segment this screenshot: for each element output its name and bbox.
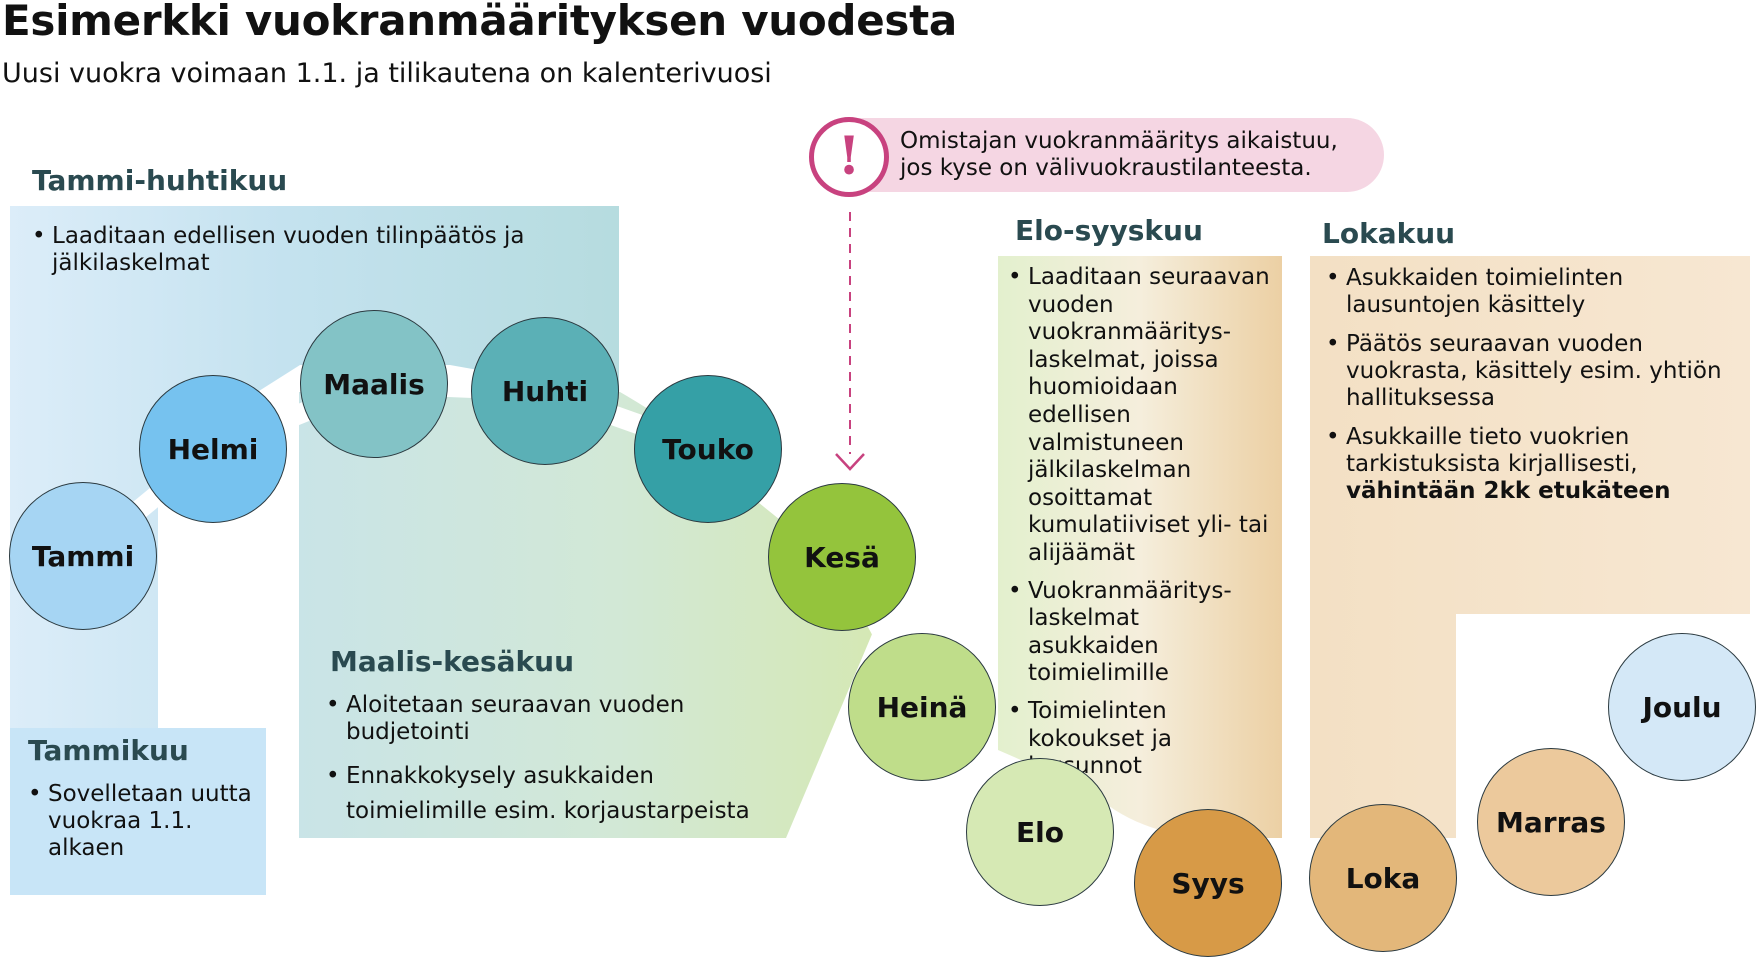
month-label: Huhti [501,374,589,408]
list-item: Asukkaille tieto vuokrien tarkistuksista… [1326,424,1736,505]
tammi-huhtikuu-area [10,206,619,728]
note-callout [852,118,1384,192]
month-label: Helmi [167,432,259,466]
month-label: Joulu [1642,690,1722,724]
month-circle-syys: Syys [1134,809,1282,957]
month-label: Tammi [31,539,135,573]
maalis-kesakuu-list: Aloitetaan seuraavan vuoden budjetointi … [326,692,756,842]
month-label: Marras [1496,805,1606,839]
note-text: Omistajan vuokranmääritys aikaistuu, jos… [900,128,1338,182]
month-label: Syys [1171,866,1245,900]
page-subtitle: Uusi vuokra voimaan 1.1. ja tilikautena … [2,58,772,89]
tammikuu-heading: Tammikuu [28,734,189,767]
lokakuu-list: Asukkaiden toimielinten lausuntojen käsi… [1326,265,1736,518]
tammi-huhtikuu-list: Laaditaan edellisen vuoden tilinpäätös j… [32,223,552,290]
month-circle-heina: Heinä [848,633,996,781]
month-label: Kesä [804,540,880,574]
elo-syyskuu-list: Laaditaan seuraavan vuoden vuokranmäärit… [1008,264,1276,794]
month-circle-huhti: Huhti [471,317,619,465]
month-label: Heinä [876,690,968,724]
list-item: Laaditaan edellisen vuoden tilinpäätös j… [32,223,552,277]
month-label: Touko [662,432,754,466]
elo-syyskuu-heading: Elo-syyskuu [1015,214,1203,247]
note-line-2: jos kyse on välivuokraustilanteesta. [900,155,1312,181]
tammikuu-list: Sovelletaan uutta vuokraa 1.1. alkaen [28,781,260,875]
month-label: Maalis [323,367,425,401]
list-item: Päätös seuraavan vuoden vuokrasta, käsit… [1326,331,1736,412]
lokakuu-bullet-3-bold: vähintään 2kk etukäteen [1346,478,1671,504]
month-circle-marras: Marras [1477,748,1625,896]
exclamation-icon: ! [809,117,889,197]
month-circle-maalis: Maalis [300,310,448,458]
lokakuu-bullet-3-text: Asukkaille tieto vuokrien tarkistuksista… [1346,424,1638,477]
list-item: Aloitetaan seuraavan vuoden budjetointi [326,692,756,746]
month-circle-helmi: Helmi [139,375,287,523]
note-pointer [835,212,865,471]
month-label: Loka [1345,861,1421,895]
list-item: Ennakkokysely asukkaiden toimielimille e… [326,759,756,829]
month-circle-joulu: Joulu [1608,633,1756,781]
note-line-1: Omistajan vuokranmääritys aikaistuu, [900,128,1338,154]
month-circle-kesa: Kesä [768,483,916,631]
month-circle-tammi: Tammi [9,482,157,630]
lokakuu-heading: Lokakuu [1322,217,1456,250]
list-item: Asukkaiden toimielinten lausuntojen käsi… [1326,265,1736,319]
month-circle-touko: Touko [634,375,782,523]
month-circle-elo: Elo [966,758,1114,906]
maalis-kesakuu-heading: Maalis-kesäkuu [330,645,575,678]
month-circle-loka: Loka [1309,804,1457,952]
tammi-huhtikuu-heading: Tammi-huhtikuu [32,164,288,197]
list-item: Sovelletaan uutta vuokraa 1.1. alkaen [28,781,260,862]
month-label: Elo [1016,815,1064,849]
list-item: Laaditaan seuraavan vuoden vuokranmäärit… [1008,264,1276,568]
page-title: Esimerkki vuokranmäärityksen vuodesta [2,0,957,45]
list-item: Vuokranmääritys-laskelmat asukkaiden toi… [1008,578,1276,688]
